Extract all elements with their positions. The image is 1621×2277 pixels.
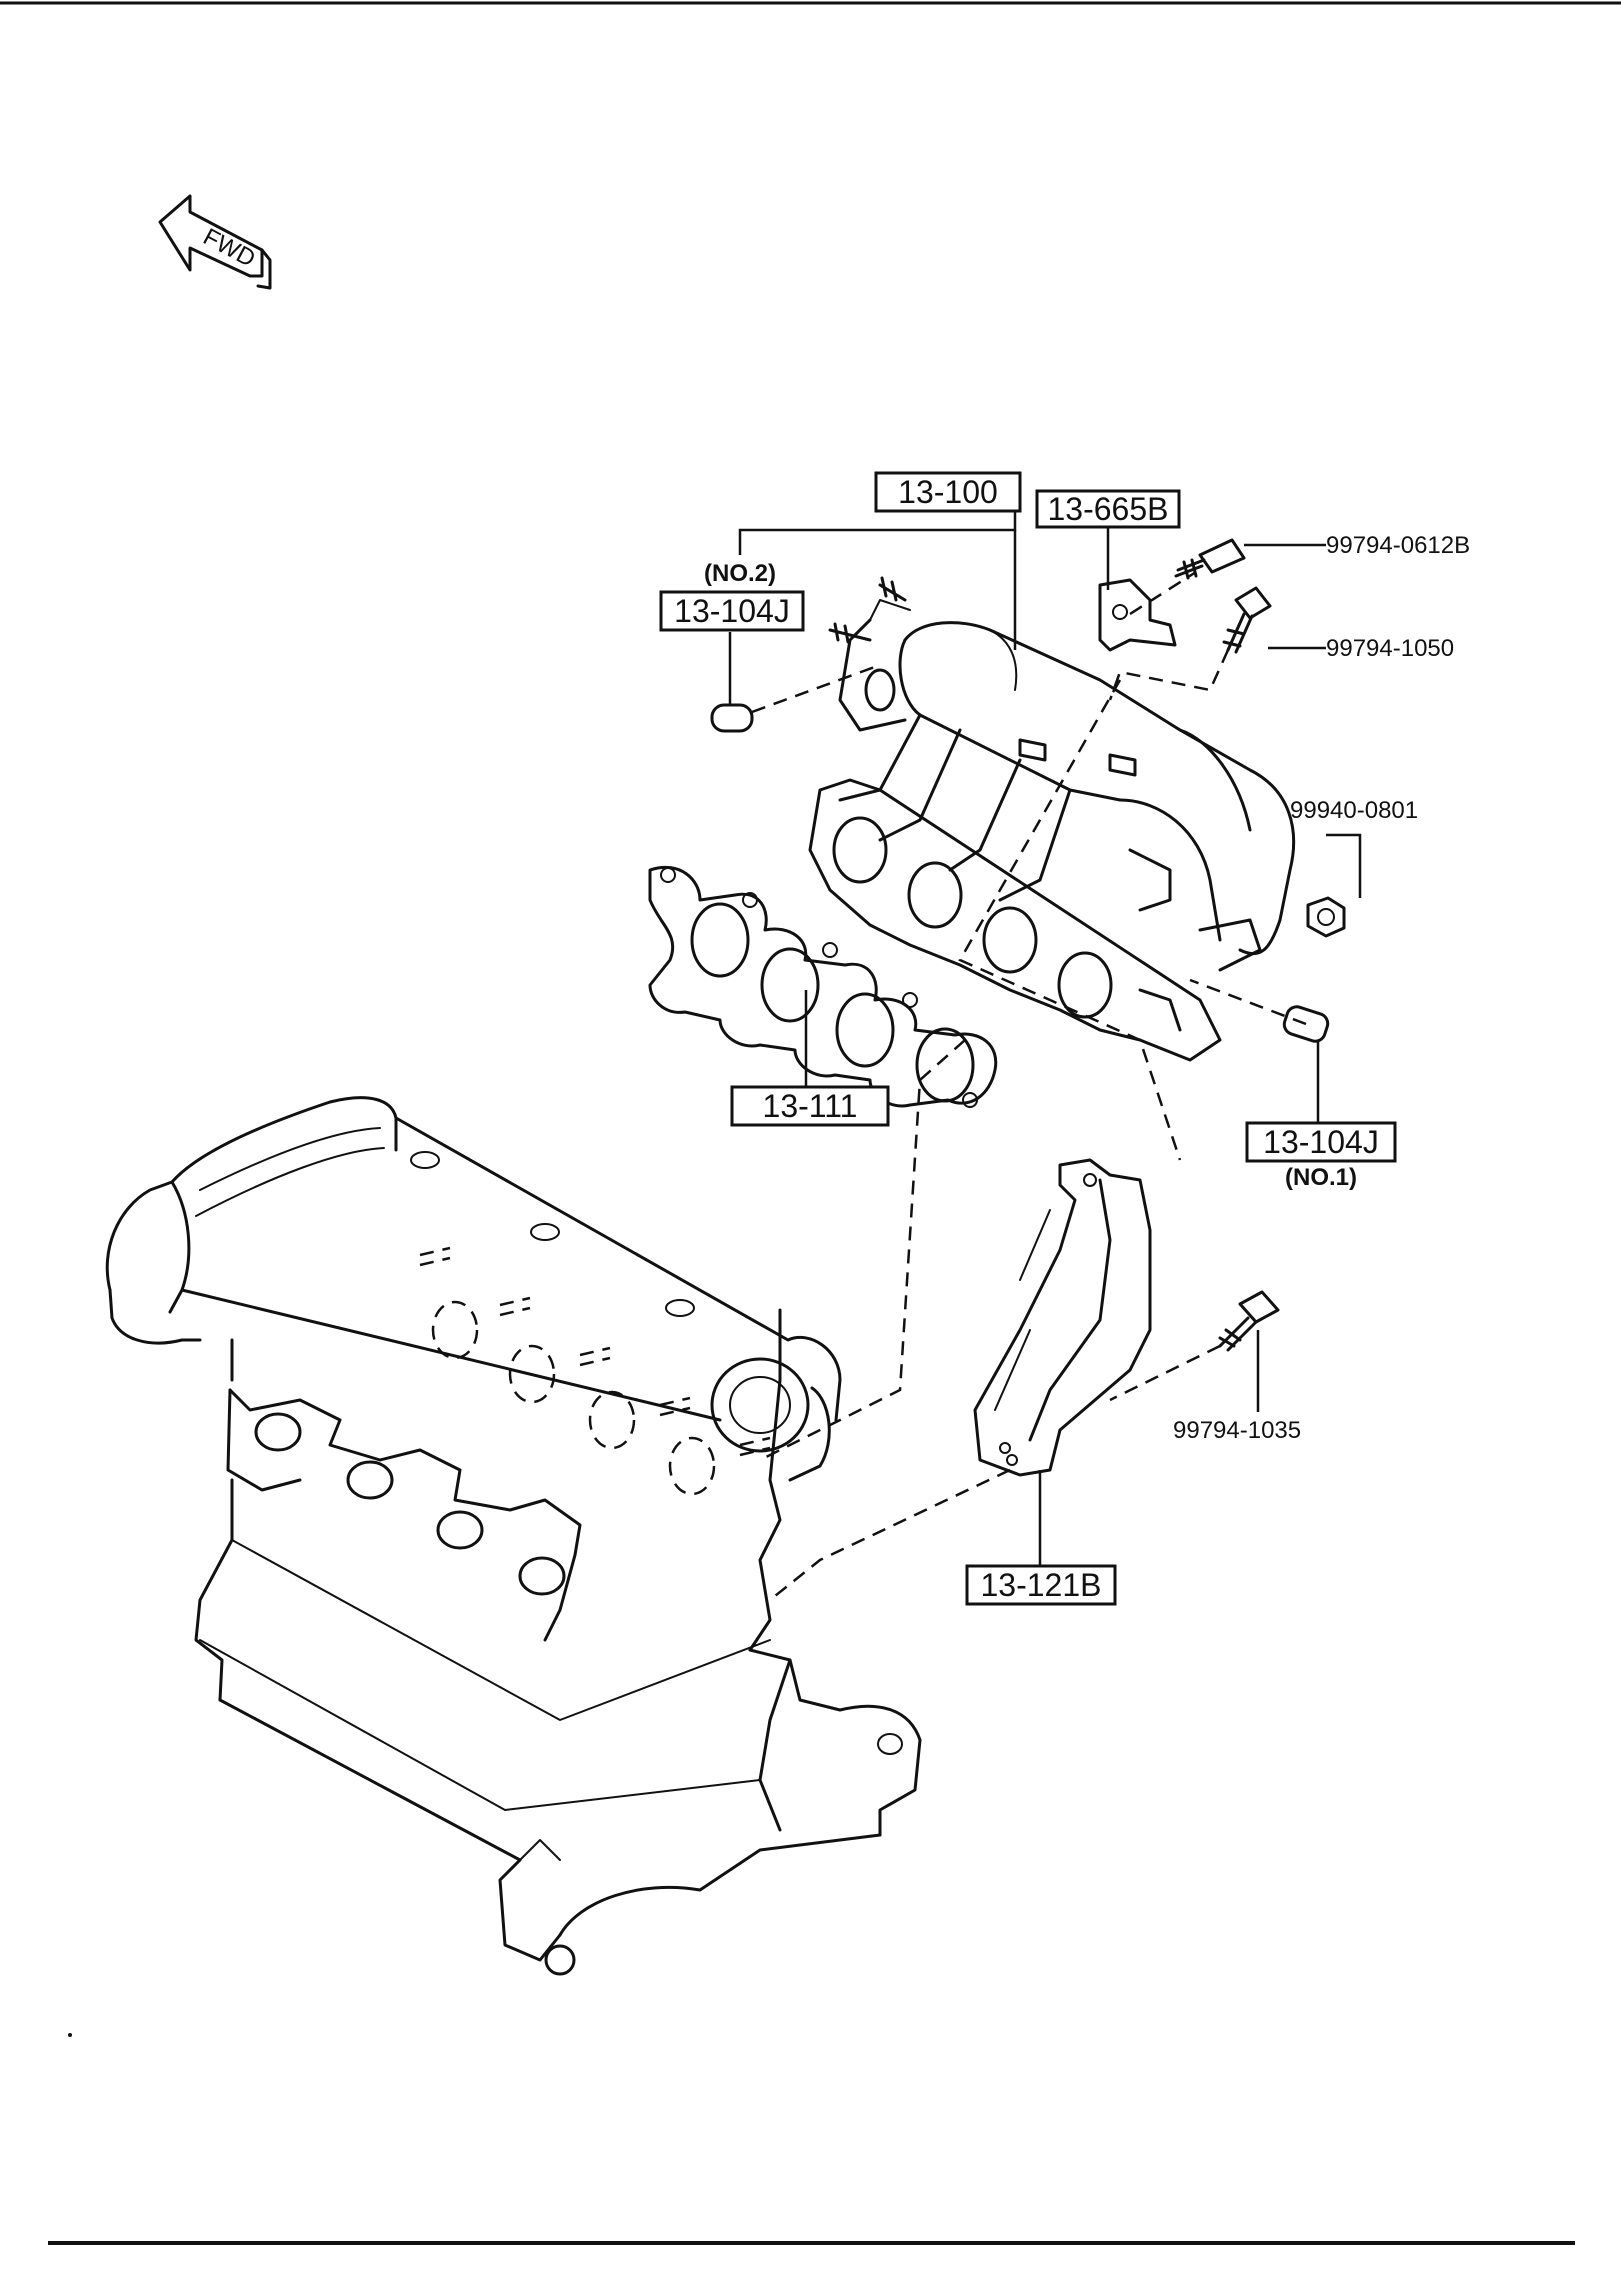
callout-13-104j-no2: 13-104J xyxy=(659,590,805,632)
plug-no2-icon xyxy=(710,703,754,733)
callout-13-100: 13-100 xyxy=(874,471,1022,513)
plug-no1-note: (NO.1) xyxy=(1285,1164,1357,1191)
intake-manifold xyxy=(808,576,1296,1062)
svg-text:13-121B: 13-121B xyxy=(981,1567,1102,1603)
svg-text:13-104J: 13-104J xyxy=(674,593,790,629)
engine-block xyxy=(105,1096,922,1976)
part-number-nut: 99940-0801 xyxy=(1290,797,1418,824)
gasket xyxy=(648,865,998,1108)
plug-no2-note: (NO.2) xyxy=(704,560,776,587)
svg-text:13-104J: 13-104J xyxy=(1263,1124,1379,1160)
part-number-bolt-bracket: 99794-1035 xyxy=(1173,1417,1301,1444)
svg-text:13-100: 13-100 xyxy=(898,474,998,510)
svg-text:13-111: 13-111 xyxy=(763,1088,858,1124)
plug-no1-icon xyxy=(1282,1005,1330,1043)
fwd-arrow-icon: FWD xyxy=(158,194,272,290)
part-number-bolt-mid: 99794-1050 xyxy=(1326,635,1454,662)
bolt-mid-icon xyxy=(1222,586,1272,654)
callout-13-121b: 13-121B xyxy=(965,1564,1117,1606)
assembly-lines xyxy=(751,570,1307,1601)
bolt-bracket-icon xyxy=(1218,1290,1280,1352)
leader-lines xyxy=(728,500,1362,1566)
callout-13-104j-no1: 13-104J xyxy=(1245,1121,1397,1163)
stray-mark xyxy=(68,2033,72,2037)
part-number-bolt-top: 99794-0612B xyxy=(1326,532,1470,559)
manifold-bracket xyxy=(973,1158,1152,1477)
callout-13-111: 13-111 xyxy=(730,1085,890,1127)
callout-13-665b: 13-665B xyxy=(1035,489,1181,529)
svg-text:13-665B: 13-665B xyxy=(1048,491,1169,527)
bolt-top-icon xyxy=(1174,538,1246,580)
nut-icon xyxy=(1306,896,1346,938)
top-bracket xyxy=(1098,578,1177,652)
